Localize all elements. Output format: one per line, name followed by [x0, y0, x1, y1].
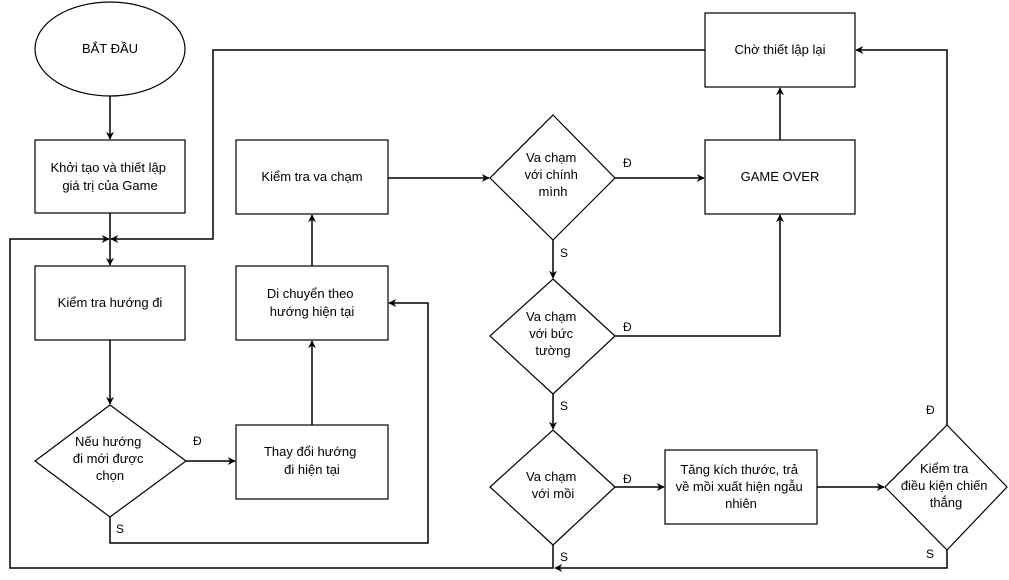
init-node: Khởi tạo và thiết lập giá trị của Game — [34, 139, 186, 214]
win-check-label: Kiểm tra điều kiện chiến thắng — [901, 461, 991, 510]
init-label: Khởi tạo và thiết lập giá trị của Game — [50, 160, 169, 193]
check-direction-node: Kiểm tra hướng đi — [34, 265, 186, 341]
label-food-collision-yes: Đ — [623, 472, 632, 486]
check-direction-label: Kiểm tra hướng đi — [58, 295, 163, 310]
new-direction-decision: Nếu hướng đi mới được chọn — [33, 404, 188, 518]
label-wall-collision-yes: Đ — [623, 320, 632, 334]
edge-new-direction-no — [109, 299, 429, 544]
move-node: Di chuyển theo hướng hiện tại — [235, 265, 389, 341]
label-new-direction-yes: Đ — [193, 434, 202, 448]
change-direction-node: Thay đổi hướng đi hiện tại — [235, 424, 389, 500]
self-collision-decision: Va chạm với chính mình — [489, 114, 616, 241]
edge-win-check-yes — [855, 46, 948, 425]
grow-label: Tăng kích thước, trả về mồi xuất hiện ng… — [676, 462, 807, 511]
game-over-node: GAME OVER — [704, 139, 856, 215]
food-collision-decision: Va chạm với mồi — [489, 429, 616, 546]
start-node: BẮT ĐẦU — [34, 1, 186, 97]
start-label: BẮT ĐẦU — [82, 41, 138, 56]
label-self-collision-yes: Đ — [623, 156, 632, 170]
game-over-label: GAME OVER — [741, 169, 820, 184]
move-label: Di chuyển theo hướng hiện tại — [267, 286, 357, 319]
edge-wait-reset-loop — [110, 49, 705, 243]
label-self-collision-no: S — [560, 246, 568, 260]
wall-collision-label: Va chạm với bức tường — [526, 309, 580, 358]
edge-wall-collision-yes — [615, 214, 784, 337]
win-check-decision: Kiểm tra điều kiện chiến thắng — [884, 424, 1008, 551]
wall-collision-decision: Va chạm với bức tường — [489, 278, 616, 395]
edge-win-check-no — [554, 550, 948, 572]
wait-reset-node: Chờ thiết lập lại — [704, 12, 856, 88]
label-food-collision-no: S — [560, 550, 568, 564]
check-collision-node: Kiểm tra va chạm — [235, 139, 389, 215]
check-collision-label: Kiểm tra va chạm — [261, 169, 362, 184]
grow-node: Tăng kích thước, trả về mồi xuất hiện ng… — [664, 449, 818, 525]
food-collision-label: Va chạm với mồi — [526, 469, 580, 501]
new-direction-label: Nếu hướng đi mới được chọn — [73, 434, 147, 483]
wait-reset-label: Chờ thiết lập lại — [735, 42, 826, 57]
label-win-check-yes: Đ — [926, 403, 935, 417]
label-wall-collision-no: S — [560, 399, 568, 413]
label-new-direction-no: S — [116, 522, 124, 536]
change-direction-label: Thay đổi hướng đi hiện tại — [264, 444, 360, 477]
edge-food-collision-no-loop — [9, 235, 554, 569]
label-win-check-no: S — [926, 547, 934, 561]
self-collision-label: Va chạm với chính mình — [525, 150, 582, 199]
